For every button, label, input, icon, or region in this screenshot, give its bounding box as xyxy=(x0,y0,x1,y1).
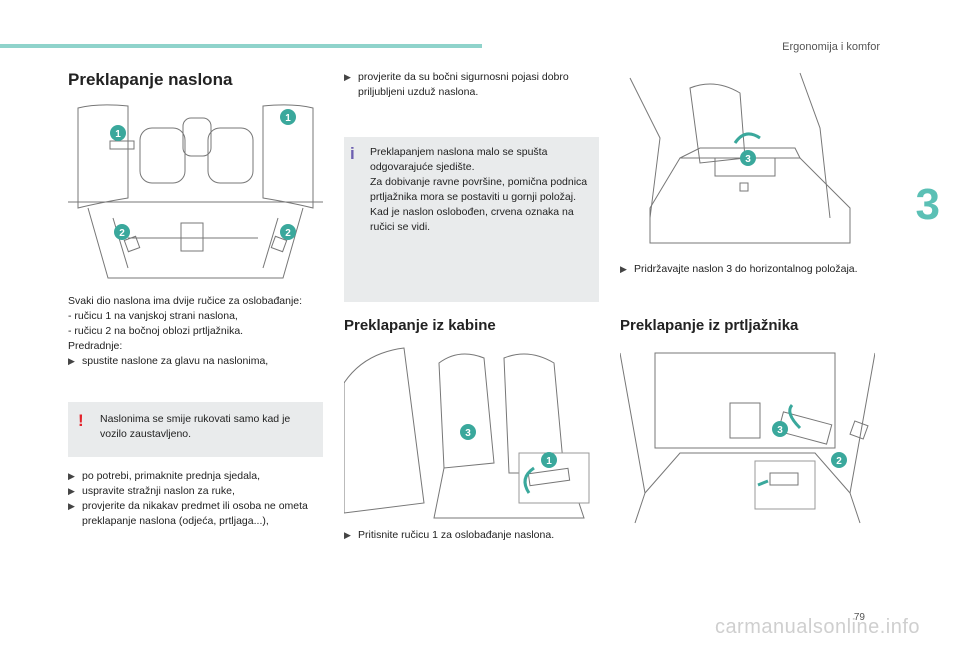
bullet-text: provjerite da su bočni sigurnosni pojasi… xyxy=(358,71,569,98)
intro-text: Svaki dio naslona ima dvije ručice za os… xyxy=(68,294,308,369)
info-icon: i xyxy=(350,144,355,163)
header-accent-bar xyxy=(0,44,482,48)
arrow-bullet-icon: ▶ xyxy=(68,356,75,366)
figure-hold-backrest: 3 xyxy=(629,72,851,244)
section-title-backrest-folding: Preklapanje naslona xyxy=(68,70,233,89)
bullet-text: po potrebi, primaknite prednja sjedala, xyxy=(82,470,261,482)
figure-markers: 1 1 2 2 xyxy=(110,109,296,240)
bullet-item: ▶ provjerite da su bočni sigurnosni poja… xyxy=(344,70,594,100)
figure-fold-from-trunk: 3 2 xyxy=(620,352,875,524)
bullet-text: Pritisnite ručicu 1 za oslobađanje naslo… xyxy=(358,529,555,541)
bullet-text: provjerite da nikakav predmet ili osoba … xyxy=(82,500,308,527)
figure-fold-from-cabin: 3 1 xyxy=(344,347,590,519)
bullet-item: ▶ spustite naslone za glavu na naslonima… xyxy=(68,354,308,369)
page-number: 79 xyxy=(853,612,865,623)
bullet-item: ▶ uspravite stražnji naslon za ruke, xyxy=(68,484,318,499)
section-title-from-cabin: Preklapanje iz kabine xyxy=(344,317,496,334)
bullet-item: ▶ Pritisnite ručicu 1 za oslobađanje nas… xyxy=(344,528,604,543)
marker-3 xyxy=(460,424,476,440)
intro-line: Predradnje: xyxy=(68,340,123,352)
marker-label: 2 xyxy=(119,228,125,239)
marker-label: 1 xyxy=(285,113,291,124)
marker-label: 2 xyxy=(836,456,842,467)
marker-2-right xyxy=(280,224,296,240)
marker-label: 3 xyxy=(745,154,751,165)
arrow-bullet-icon: ▶ xyxy=(620,264,627,274)
marker-2-left xyxy=(114,224,130,240)
header-title: Ergonomija i komfor xyxy=(782,41,880,53)
marker-label: 3 xyxy=(465,428,471,439)
arrow-bullet-icon: ▶ xyxy=(68,486,75,496)
arrow-bullet-icon: ▶ xyxy=(68,501,75,511)
intro-line: Svaki dio naslona ima dvije ručice za os… xyxy=(68,295,303,307)
bullet-text: Pridržavajte naslon 3 do horizontalnog p… xyxy=(634,263,858,275)
arrow-bullet-icon: ▶ xyxy=(344,72,351,82)
marker-label: 1 xyxy=(115,129,121,140)
bullet-list: ▶ po potrebi, primaknite prednja sjedala… xyxy=(68,469,318,529)
marker-label: 3 xyxy=(777,425,783,436)
info-text: Preklapanjem naslona malo se spušta odgo… xyxy=(370,146,588,233)
chapter-number: 3 xyxy=(915,180,940,229)
arrow-bullet-icon: ▶ xyxy=(68,471,75,481)
bullet-text: spustite naslone za glavu na naslonima, xyxy=(82,355,269,367)
bullet-text: uspravite stražnji naslon za ruke, xyxy=(82,485,235,497)
warning-box: ! Naslonima se smije rukovati samo kad j… xyxy=(68,402,323,457)
bullet-item: ▶ po potrebi, primaknite prednja sjedala… xyxy=(68,469,318,484)
bullet-item: ▶ Pridržavajte naslon 3 do horizontalnog… xyxy=(620,262,870,277)
intro-line: - ručicu 2 na bočnoj oblozi prtljažnika. xyxy=(68,325,244,337)
marker-label: 2 xyxy=(285,228,291,239)
section-title-from-trunk: Preklapanje iz prtljažnika xyxy=(620,317,799,334)
arrow-bullet-icon: ▶ xyxy=(344,530,351,540)
watermark: carmanualsonline.info xyxy=(714,616,920,638)
warning-text: Naslonima se smije rukovati samo kad je … xyxy=(100,413,291,440)
warning-icon: ! xyxy=(78,411,84,430)
marker-2 xyxy=(831,452,847,468)
info-box: i Preklapanjem naslona malo se spušta od… xyxy=(344,137,599,302)
bullet-item: ▶ provjerite da nikakav predmet ili osob… xyxy=(68,499,318,529)
figure-rear-seats-trunk: 1 1 2 2 xyxy=(68,104,323,279)
marker-label: 1 xyxy=(546,456,552,467)
intro-line: - ručicu 1 na vanjskoj strani naslona, xyxy=(68,310,238,322)
marker-3 xyxy=(772,421,788,437)
marker-1 xyxy=(541,452,557,468)
marker-1-right xyxy=(280,109,296,125)
marker-3 xyxy=(740,150,756,166)
marker-1-left xyxy=(110,125,126,141)
